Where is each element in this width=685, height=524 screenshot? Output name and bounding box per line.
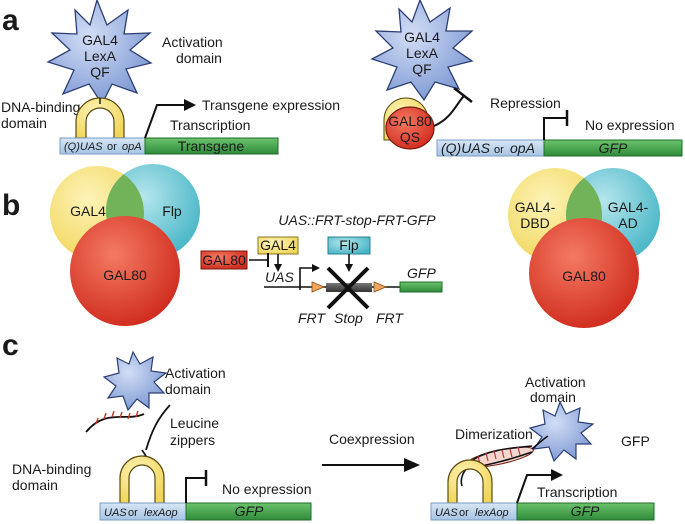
dna-binding-arch	[75, 97, 125, 139]
dna-binding-label-2: domain	[1, 115, 47, 131]
panel-letter-c: c	[2, 329, 19, 362]
gal4-box-label: GAL4	[260, 237, 296, 253]
uas-box-right-or: or	[494, 144, 504, 156]
venn-gal80-circle	[70, 216, 180, 326]
activation-domain-label-2: domain	[176, 50, 222, 66]
panel-letter-a: a	[2, 4, 19, 37]
repression-curve	[433, 95, 465, 127]
no-expression-label: No expression	[585, 117, 675, 133]
gal80-box	[200, 250, 248, 270]
transcription-arrow	[144, 104, 185, 139]
activation-star-c-right	[528, 400, 595, 463]
venn-dbd-label-2: DBD	[520, 215, 550, 231]
frt-triangle-1	[311, 281, 326, 293]
c-dna-binding-label-2: domain	[12, 477, 58, 493]
transgene-expression-label: Transgene expression	[202, 97, 340, 113]
leucine-label-2: zippers	[170, 432, 215, 448]
activation-star-c	[102, 350, 168, 412]
c-transcription-label: Transcription	[537, 484, 617, 500]
c-dna-binding-label: DNA-binding	[12, 461, 91, 477]
c-repression-t	[185, 477, 206, 503]
activation-domain-label: Activation	[162, 34, 223, 50]
star-right-qf: QF	[412, 61, 431, 77]
construct-gfp-label: GFP	[407, 265, 436, 281]
star-right-gal4: GAL4	[404, 29, 440, 45]
repression-label: Repression	[490, 95, 561, 111]
c-right-activation-label: Activation	[525, 374, 586, 390]
c-uas-or: or	[128, 507, 138, 519]
gfp-cassette	[399, 281, 443, 293]
c-gfp-box-left	[185, 502, 312, 521]
frt-label-2: FRT	[376, 310, 404, 326]
repression-t-bar	[543, 117, 567, 140]
c-gfp-box-right	[516, 502, 655, 521]
transgene-box-label: Transgene	[178, 138, 245, 154]
flp-box-label: Flp	[339, 237, 359, 253]
c-lexaop: lexAop	[144, 507, 178, 519]
uas-box-label: (Q)UAS	[64, 141, 103, 153]
c-right-gfp-label: GFP	[621, 433, 650, 449]
c-gfp-box-label: GFP	[235, 503, 264, 519]
star-label-qf: QF	[90, 64, 109, 80]
c-activation-label: Activation	[165, 365, 226, 381]
transgene-box	[144, 137, 279, 155]
gal80-box-label: GAL80	[202, 252, 246, 268]
dna-binding-label: DNA-binding	[1, 99, 80, 115]
leucine-zipper-left	[85, 413, 145, 433]
frt-triangle-2	[373, 281, 388, 293]
c-right-activation-label-2: domain	[530, 389, 576, 405]
uas-box-right-opa: opA	[510, 140, 535, 156]
c-right-gfp-box-label: GFP	[571, 503, 600, 519]
c-uas-label: UAS	[104, 507, 127, 519]
uas-box-or: or	[107, 141, 117, 153]
venn-ad-label: GAL4-	[608, 199, 649, 215]
c-dna-binding-arch	[119, 455, 165, 504]
c-no-expression-label: No expression	[222, 481, 312, 497]
venn-left-flp: Flp	[162, 203, 182, 219]
gal80-qs-repressor	[385, 106, 435, 150]
c-transcription-arrow	[516, 474, 552, 504]
venn-left-gal4: GAL4	[70, 203, 106, 219]
gfp-box-right-label: GFP	[599, 140, 628, 156]
c-activation-label-2: domain	[165, 381, 211, 397]
c-right-uas-label: UAS	[435, 507, 458, 519]
repressor-label-gal80: GAL80	[388, 113, 432, 129]
uas-promoter-arrow	[299, 267, 314, 290]
c-right-lexaop: lexAop	[475, 507, 509, 519]
activator-star-right	[370, 0, 474, 102]
star-label-lexa: LexA	[84, 48, 117, 64]
star-right-lexa: LexA	[406, 45, 439, 61]
leucine-label: Leucine	[170, 415, 219, 431]
gfp-box-right	[543, 139, 683, 157]
stop-label: Stop	[334, 310, 363, 326]
venn-ad-label-2: AD	[618, 215, 637, 231]
panel-letter-b: b	[2, 189, 20, 222]
venn-right-gal80-circle	[529, 218, 639, 328]
transcription-label: Transcription	[170, 117, 250, 133]
uas-box-right-label: (Q)UAS	[441, 140, 491, 156]
uas-box-opa: opA	[122, 141, 142, 153]
construct-title: UAS::FRT-stop-FRT-GFP	[278, 212, 436, 228]
dimerization-label: Dimerization	[455, 426, 533, 442]
venn-right-gal80: GAL80	[562, 268, 606, 284]
venn-dbd-label: GAL4-	[515, 199, 556, 215]
star-label-gal4: GAL4	[82, 32, 118, 48]
uas-label: UAS	[265, 269, 294, 285]
frt-label-1: FRT	[298, 310, 326, 326]
c-right-dna-binding-arch	[447, 459, 493, 504]
venn-left-gal80: GAL80	[103, 267, 147, 283]
coexpression-label: Coexpression	[329, 431, 415, 447]
repressor-label-qs: QS	[400, 129, 420, 145]
c-right-uas-or: or	[459, 507, 469, 519]
